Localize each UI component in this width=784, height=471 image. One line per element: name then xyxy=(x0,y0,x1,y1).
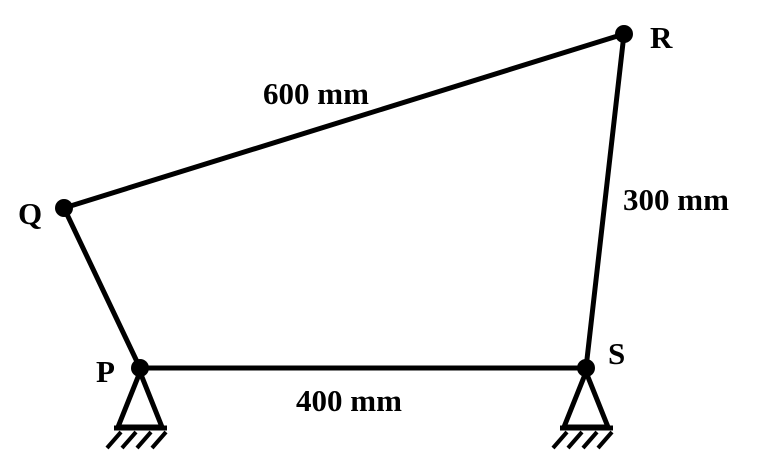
hatch-s-1 xyxy=(551,430,569,450)
joints xyxy=(55,25,633,377)
dimension-qr: 600 mm xyxy=(263,76,369,111)
link-pq xyxy=(61,205,143,371)
support-triangle-s xyxy=(561,369,611,430)
hatch-p-4 xyxy=(150,430,168,450)
dimension-rs: 300 mm xyxy=(623,182,729,217)
ground-support-s xyxy=(551,369,614,450)
link-rs xyxy=(583,31,627,371)
link-qr xyxy=(61,31,627,211)
hatch-s-3 xyxy=(581,430,599,450)
joint-p xyxy=(131,359,149,377)
joint-s xyxy=(577,359,595,377)
label-s: S xyxy=(608,336,625,371)
support-triangle-p xyxy=(115,369,165,430)
hatch-p-1 xyxy=(105,430,123,450)
hatch-p-2 xyxy=(120,430,138,450)
dimension-ps: 400 mm xyxy=(296,383,402,418)
hatch-s-2 xyxy=(566,430,584,450)
joint-r xyxy=(615,25,633,43)
joint-q xyxy=(55,199,73,217)
hatch-s-4 xyxy=(596,430,614,450)
links xyxy=(61,31,627,371)
hatch-p-3 xyxy=(135,430,153,450)
label-q: Q xyxy=(18,196,42,231)
label-r: R xyxy=(650,20,673,55)
ground-support-p xyxy=(105,369,168,450)
label-p: P xyxy=(96,354,115,389)
